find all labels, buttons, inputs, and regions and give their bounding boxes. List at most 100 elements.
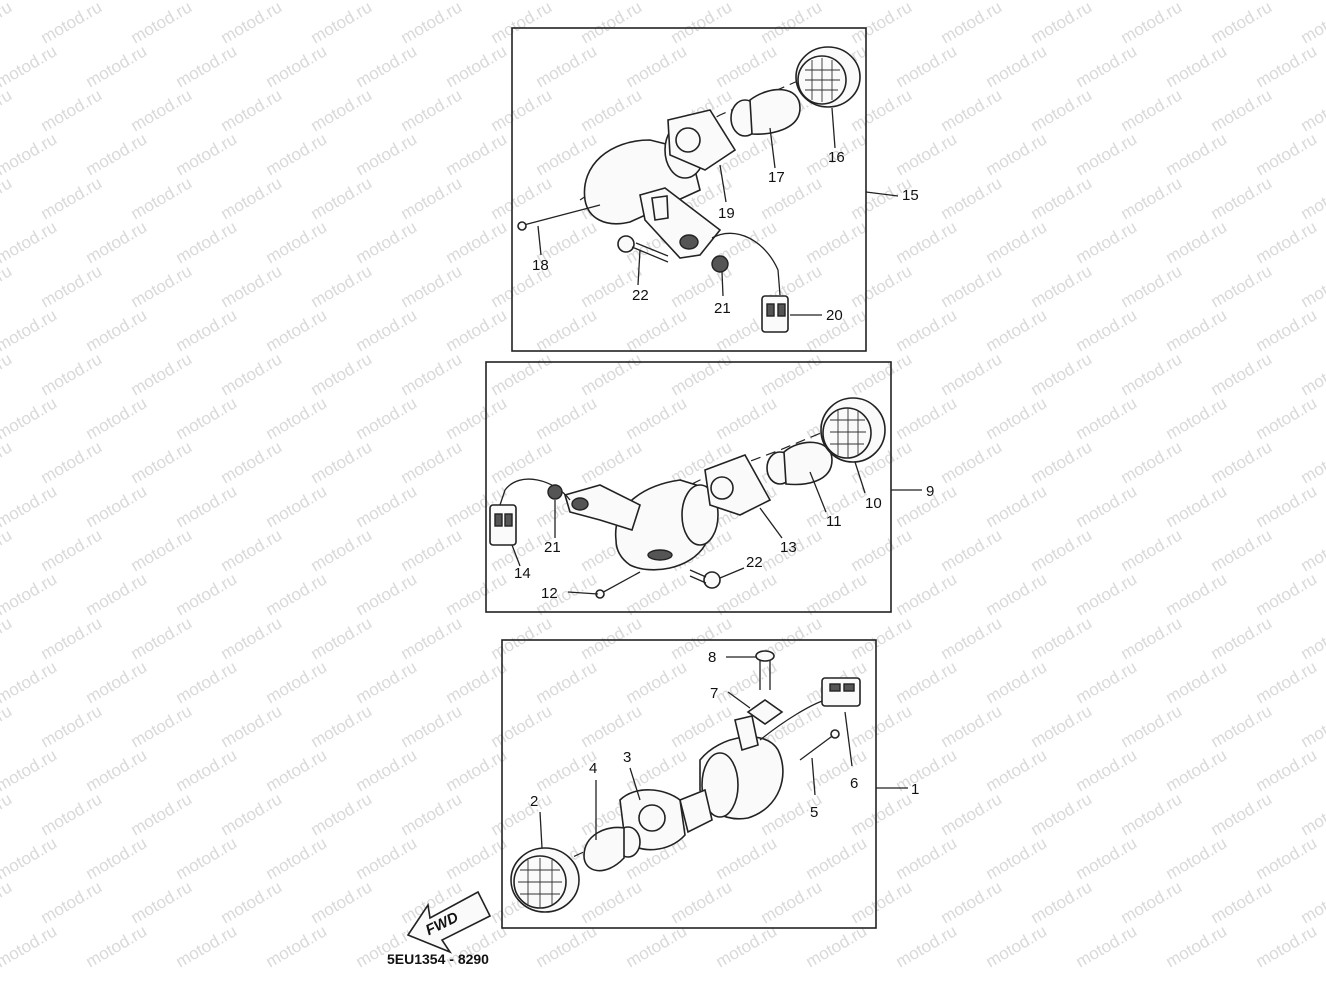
watermark-text: motod.ru [263,393,331,443]
watermark-text: motod.ru [1253,217,1321,267]
watermark-text: motod.ru [0,349,15,399]
watermark-text: motod.ru [38,261,106,311]
watermark-text: motod.ru [263,305,331,355]
watermark-text: motod.ru [848,349,916,399]
watermark-text: motod.ru [353,657,421,707]
watermark-text: motod.ru [893,393,961,443]
watermark-text: motod.ru [38,789,106,839]
watermark-text: motod.ru [353,217,421,267]
part-label: 22 [632,287,649,304]
watermark-text: motod.ru [1253,129,1321,179]
watermark-text: motod.ru [173,921,241,971]
watermark-text: motod.ru [398,261,466,311]
watermark-text: motod.ru [0,525,15,575]
watermark-text: motod.ru [263,569,331,619]
watermark-text: motod.ru [308,0,376,47]
screw-part [598,572,640,595]
watermark-text: motod.ru [308,349,376,399]
part-label: 14 [514,565,531,582]
watermark-text: motod.ru [83,129,151,179]
watermark-text: motod.ru [1118,261,1186,311]
watermark-text: motod.ru [173,481,241,531]
watermark-text: motod.ru [0,217,60,267]
watermark-text: motod.ru [1298,613,1326,663]
watermark-text: motod.ru [128,525,196,575]
watermark-text: motod.ru [1028,261,1096,311]
watermark-text: motod.ru [1118,789,1186,839]
watermark-text: motod.ru [1298,261,1326,311]
watermark-text: motod.ru [533,921,601,971]
watermark-text: motod.ru [173,833,241,883]
watermark-text: motod.ru [173,305,241,355]
watermark-text: motod.ru [1073,745,1141,795]
part-label: 2 [530,793,538,810]
watermark-text: motod.ru [1028,437,1096,487]
watermark-text: motod.ru [848,261,916,311]
watermark-text: motod.ru [443,41,511,91]
watermark-text: motod.ru [668,0,736,47]
watermark-text: motod.ru [1208,85,1276,135]
watermark-text: motod.ru [1028,173,1096,223]
watermark-text: motod.ru [758,349,826,399]
watermark-text: motod.ru [128,437,196,487]
part-label: 7 [710,685,718,702]
watermark-text: motod.ru [1298,349,1326,399]
watermark-text: motod.ru [938,261,1006,311]
watermark-text: motod.ru [128,877,196,927]
watermark-text: motod.ru [938,437,1006,487]
watermark-text: motod.ru [1028,525,1096,575]
watermark-text: motod.ru [443,129,511,179]
watermark-text: motod.ru [218,0,286,47]
watermark-text: motod.ru [1208,613,1276,663]
connector-part [822,678,860,706]
watermark-text: motod.ru [83,41,151,91]
watermark-text: motod.ru [353,305,421,355]
nut-part [712,256,728,272]
watermark-text: motod.ru [263,745,331,795]
watermark-text: motod.ru [218,613,286,663]
watermark-text: motod.ru [128,261,196,311]
watermark-text: motod.ru [353,393,421,443]
watermark-text: motod.ru [1073,129,1141,179]
watermark-text: motod.ru [1298,173,1326,223]
watermark-text: motod.ru [1298,437,1326,487]
watermark-text: motod.ru [1118,525,1186,575]
watermark-text: motod.ru [488,613,556,663]
watermark-text: motod.ru [308,789,376,839]
watermark-text: motod.ru [893,657,961,707]
watermark-text: motod.ru [83,217,151,267]
watermark-text: motod.ru [1163,393,1231,443]
watermark-text: motod.ru [398,85,466,135]
watermark-text: motod.ru [443,745,511,795]
watermark-text: motod.ru [1253,305,1321,355]
watermark-text: motod.ru [1073,657,1141,707]
part-label: 11 [826,513,842,530]
watermark-text: motod.ru [488,85,556,135]
part-label: 18 [532,257,549,274]
watermark-text: motod.ru [1118,877,1186,927]
watermark-text: motod.ru [1163,129,1231,179]
watermark-text: motod.ru [0,0,60,3]
watermark-text: motod.ru [1028,349,1096,399]
watermark-text: motod.ru [263,41,331,91]
part-label: 17 [768,169,785,186]
part-label: 5 [810,804,818,821]
watermark-text: motod.ru [0,261,15,311]
watermark-text: motod.ru [173,745,241,795]
watermark-text: motod.ru [308,437,376,487]
watermark-text: motod.ru [893,41,961,91]
watermark-text: motod.ru [128,85,196,135]
pin-part [800,734,835,760]
watermark-text: motod.ru [308,613,376,663]
watermark-text: motod.ru [1253,745,1321,795]
watermark-text: motod.ru [0,173,15,223]
watermark-text: motod.ru [1118,437,1186,487]
watermark-text: motod.ru [938,701,1006,751]
watermark-text: motod.ru [1073,393,1141,443]
watermark-text: motod.ru [1163,921,1231,971]
watermark-text: motod.ru [218,437,286,487]
watermark-text: motod.ru [533,657,601,707]
watermark-text: motod.ru [893,217,961,267]
watermark-text: motod.ru [938,525,1006,575]
watermark-text: motod.ru [893,833,961,883]
